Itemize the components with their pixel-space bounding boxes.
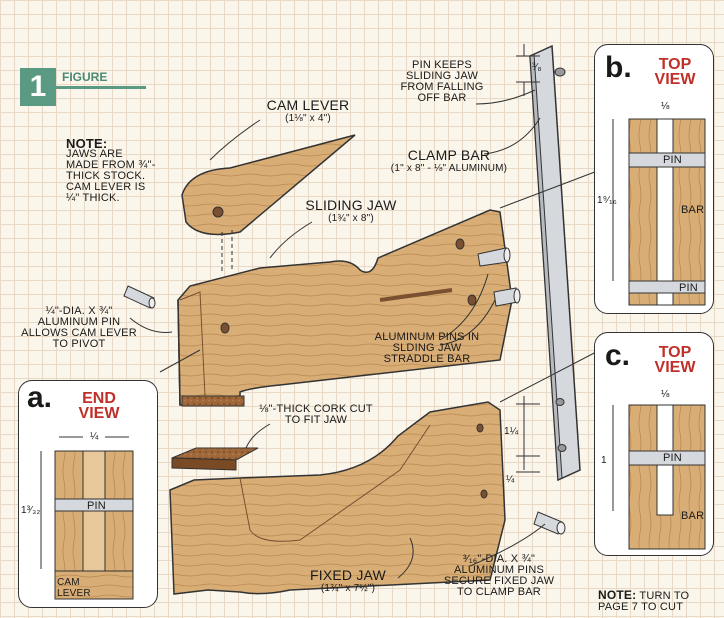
footer-note-heading: NOTE: (598, 588, 637, 602)
inset-b-title: TOP VIEW (654, 56, 696, 88)
clamp-bar-title: CLAMP BAR (407, 147, 491, 163)
inset-c-pin: PIN (663, 452, 682, 464)
figure-word: FIGURE (62, 70, 108, 84)
inset-b-letter: b. (605, 51, 632, 84)
inset-a-dim-side: 1³⁄₃₂ (21, 505, 41, 516)
figure-rule (56, 86, 146, 89)
pivot-pin (123, 285, 156, 309)
inset-a-pin: PIN (87, 500, 106, 512)
inset-a-title: END VIEW (78, 390, 120, 422)
note-block: NOTE: JAWS ARE MADE FROM ¾"-THICK STOCK.… (66, 136, 158, 204)
cam-lever (181, 134, 356, 272)
sliding-jaw-title: SLIDING JAW (305, 197, 397, 213)
note-body: JAWS ARE MADE FROM ¾"-THICK STOCK. CAM L… (66, 148, 156, 204)
cam-lever-dim: (1⅛" x 4") (285, 113, 331, 124)
clamp-bar (529, 44, 581, 482)
fixed-jaw-pin (533, 511, 566, 535)
inset-a-dim-top: ¼ (90, 431, 99, 442)
clamp-bar-dim: (1" x 8" - ⅛" ALUMINUM) (390, 163, 508, 174)
sliding-jaw-dim: (1¾" x 8") (328, 213, 374, 224)
dim-1-4-label: ¼ (506, 474, 515, 485)
aluminum-pins (123, 247, 566, 535)
inset-b-dim-side: 1⁹⁄₁₆ (597, 195, 617, 206)
inset-c-dim-top: ⅛ (661, 389, 670, 400)
inset-c-bar: BAR (681, 510, 705, 522)
inset-b-dim-top: ⅛ (661, 101, 670, 112)
straddle-pin-upper (477, 247, 511, 267)
sliding-jaw (177, 209, 513, 407)
straddle-pin-lower (493, 287, 521, 307)
leader-lines (129, 89, 601, 579)
inset-b-top-view: b. TOP VIEW ⅛ 1⁹⁄₁₆ PIN BAR PIN (594, 44, 714, 314)
inset-c-letter: c. (605, 339, 631, 372)
footer-note: NOTE: TURN TO PAGE 7 TO CUT (598, 588, 708, 613)
pivot-pin-label: ¼"-DIA. x ¾" ALUMINUM PIN ALLOWS CAM LEV… (21, 305, 137, 350)
fixed-jaw-title: FIXED JAW (310, 567, 386, 583)
inset-c-drawing (612, 404, 706, 550)
fixed-jaw (169, 401, 506, 595)
inset-a-drawing (40, 436, 134, 600)
inset-b-drawing (612, 118, 706, 306)
sliding-jaw-label: SLIDING JAW (1¾" x 8") (296, 197, 406, 224)
inset-b-pin-bottom: PIN (679, 282, 698, 294)
footer-note-body: TURN TO PAGE 7 TO CUT (598, 590, 690, 613)
cork-pad (171, 447, 259, 471)
cam-lever-title: CAM LEVER (266, 97, 350, 113)
dimension-lines (516, 44, 540, 473)
clamp-bar-label: CLAMP BAR (1" x 8" - ⅛" ALUMINUM) (366, 147, 532, 174)
figure-number-badge: 1 (20, 68, 56, 106)
fixed-jaw-label: FIXED JAW (1¾" x 7½") (300, 567, 396, 594)
inset-c-dim-side: 1 (601, 455, 607, 466)
inset-a-end-view: a. END VIEW ¼ 1³⁄₃₂ PIN CAM LEVER (18, 380, 158, 608)
cork-label: ⅛"-THICK CORK CUT TO FIT JAW (259, 403, 373, 426)
secure-pins-label: ³⁄₁₆"-DIA. x ¾" ALUMINUM PINS SECURE FIX… (443, 553, 555, 598)
inset-c-top-view: c. TOP VIEW ⅛ 1 PIN BAR (594, 332, 714, 556)
pin-keeps-label: PIN KEEPS SLIDING JAW FROM FALLING OFF B… (400, 59, 484, 104)
inset-b-pin-top: PIN (663, 154, 682, 166)
dim-1-1-4-label: 1¼ (504, 426, 519, 437)
note-heading: NOTE: (66, 136, 108, 151)
inset-a-letter: a. (27, 381, 53, 414)
fixed-jaw-dim: (1¾" x 7½") (320, 583, 376, 594)
pin-dim-label: ³⁄₈ (532, 62, 542, 73)
aluminum-pins-label: ALUMINUM PINS IN SLDING JAW STRADDLE BAR (374, 331, 480, 365)
inset-a-cam-lever: CAM LEVER (57, 577, 91, 599)
inset-c-title: TOP VIEW (654, 344, 696, 376)
cam-lever-label: CAM LEVER (1⅛" x 4") (248, 97, 368, 124)
inset-b-bar: BAR (681, 204, 705, 216)
